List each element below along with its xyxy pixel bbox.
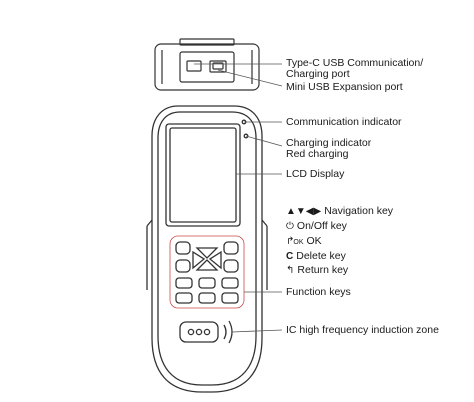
function-key-6 xyxy=(221,292,239,304)
navigation-arrows-icon: ▲▼◀▶ xyxy=(286,206,322,217)
device-outer-shell xyxy=(151,105,263,393)
row-navigation-key: ▲▼◀▶Navigation key xyxy=(286,205,394,218)
label-charging-line2: Red charging xyxy=(286,148,349,160)
type-c-port xyxy=(186,60,202,72)
label-lcd-display: LCD Display xyxy=(286,168,345,180)
top-view-body xyxy=(154,43,260,91)
function-key-4 xyxy=(175,292,193,304)
nav-right-key xyxy=(208,250,222,270)
ic-dot-1 xyxy=(187,328,195,336)
label-charging-line1: Charging indicator xyxy=(286,137,372,149)
row-return-key: ↰Return key xyxy=(286,264,349,277)
label-mini-usb: Mini USB Expansion port xyxy=(286,81,403,93)
row-onoff-key: ⏻On/Off key xyxy=(286,220,347,233)
ok-arrow-icon: ↱ xyxy=(286,236,295,247)
function-key-5 xyxy=(198,292,216,304)
function-keys-zone xyxy=(169,235,245,309)
label-communication-indicator: Communication indicator xyxy=(286,116,402,128)
label-function-keys: Function keys xyxy=(286,286,351,298)
label-ic-zone: IC high frequency induction zone xyxy=(286,324,439,336)
function-key-1 xyxy=(175,277,193,289)
label-ok-key: OK xyxy=(306,235,322,247)
charging-indicator-led xyxy=(243,133,249,139)
front-view xyxy=(146,105,268,393)
ic-wave-1 xyxy=(223,324,227,340)
top-view-clip xyxy=(179,38,235,46)
top-view-port-panel xyxy=(179,51,235,83)
ic-dot-2 xyxy=(195,328,203,336)
onoff-key xyxy=(175,241,191,255)
label-navigation-key: Navigation key xyxy=(324,205,394,217)
ok-key xyxy=(223,241,239,255)
label-delete-key: Delete key xyxy=(296,250,346,262)
label-type-c-line1: Type-C USB Communication/ xyxy=(286,57,424,69)
lcd-screen xyxy=(165,123,241,227)
leader-lines xyxy=(194,63,283,333)
label-type-c-line2: Charging port xyxy=(286,68,350,80)
function-key-2 xyxy=(198,277,216,289)
delete-c-icon: C xyxy=(286,251,294,262)
nav-up-key xyxy=(195,247,219,259)
delete-key xyxy=(175,259,191,273)
return-arrow-icon: ↰ xyxy=(286,265,295,276)
top-view xyxy=(154,38,260,91)
mini-usb-port xyxy=(209,60,227,73)
return-key xyxy=(223,259,239,273)
ic-reader-badge xyxy=(179,321,219,343)
label-return-key: Return key xyxy=(297,264,349,276)
function-key-3 xyxy=(221,277,239,289)
power-icon: ⏻ xyxy=(286,221,294,232)
ic-dot-3 xyxy=(203,328,211,336)
ic-wave-2 xyxy=(228,320,233,344)
nav-left-key xyxy=(192,250,206,270)
device-inner-shell xyxy=(157,111,257,386)
ok-sub-icon: OK xyxy=(293,239,304,246)
label-onoff-key: On/Off key xyxy=(296,220,347,232)
nav-down-key xyxy=(195,259,219,271)
